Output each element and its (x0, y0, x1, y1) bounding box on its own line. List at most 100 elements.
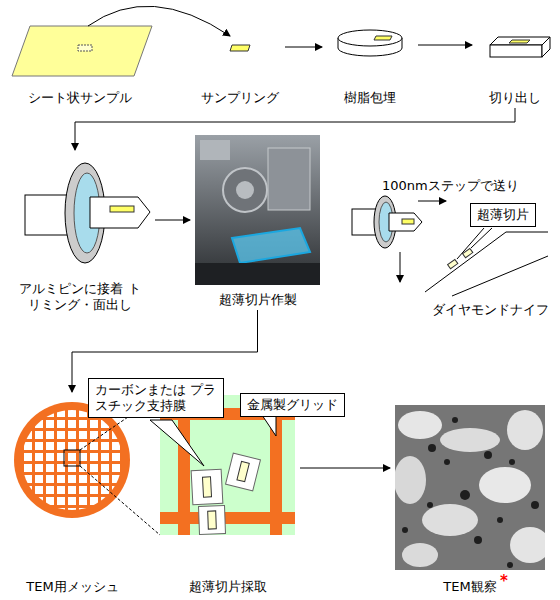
sample-piece (230, 45, 250, 51)
block-front (490, 45, 542, 57)
tem-particle (507, 562, 513, 568)
flow-arrow (88, 6, 230, 36)
caption: TEM用メッシュ (5, 579, 140, 595)
step-caption: TEM観察 (443, 579, 496, 595)
sheet-sample (12, 26, 152, 76)
flow-arrow (285, 47, 322, 48)
tem-mesh-grid (22, 410, 122, 510)
caption: 切り出し (472, 90, 558, 106)
photo-part (200, 140, 230, 160)
flow-arrow (75, 108, 515, 150)
section-on-grid (191, 469, 223, 505)
tem-observation-step: TEM観察 (390, 400, 550, 597)
step-caption: 切り出し (489, 90, 541, 106)
tem-particle (474, 536, 482, 544)
callout-box: カーボンまたは プラスチック支持膜 (88, 378, 224, 418)
caption: TEM観察 (390, 579, 550, 595)
tem-particle (497, 517, 503, 523)
callout-tail (262, 415, 276, 436)
photo-part (236, 181, 254, 199)
step-caption: 超薄切片作製 (219, 292, 297, 308)
step-caption: 樹脂包埋 (344, 90, 396, 106)
block-side (542, 37, 550, 57)
flow-arrow (418, 45, 472, 46)
step-caption: シート状サンプル (28, 90, 132, 106)
section-piece (226, 453, 261, 491)
caption: 樹脂包埋 (322, 90, 418, 106)
section-sample (208, 511, 217, 529)
ultrathin-section (463, 248, 473, 257)
diamond-knife (425, 232, 548, 292)
photo-part (223, 168, 267, 212)
section-sample (202, 477, 211, 497)
tem-particle (460, 490, 470, 500)
tem-domain (510, 527, 545, 563)
leader-line (471, 228, 492, 248)
flow-arrow (155, 220, 190, 221)
embedded-sample (374, 36, 392, 40)
tem-particle (452, 417, 458, 423)
tem-particle (531, 501, 539, 509)
photo-part (268, 148, 310, 210)
caption: アルミピンに接着 トリミング・面出し (5, 281, 155, 313)
tem-domain (507, 410, 543, 450)
caption: 超薄切片採取 (155, 579, 300, 595)
tem-domain (479, 467, 531, 503)
microtome-photo (195, 135, 320, 285)
section-on-grid (199, 506, 226, 535)
ultrathin-section (448, 259, 458, 268)
block-top (490, 37, 550, 45)
photo-part (195, 263, 320, 285)
tem-particle (402, 527, 408, 533)
cutting-step: 切り出し (472, 26, 558, 108)
section-on-grid (226, 453, 261, 491)
sampling-step: サンプリング (195, 36, 285, 108)
callout-text: 超薄切片 (477, 207, 529, 223)
tem-domain (422, 504, 478, 536)
callout-box: 超薄切片 (470, 203, 536, 227)
callout-text: カーボンまたは プラスチック支持膜 (95, 382, 217, 414)
sheet-sample-step: シート状サンプル (5, 26, 155, 108)
tem-domain (402, 543, 438, 567)
zoom-box (64, 450, 80, 466)
step-caption: TEM用メッシュ (26, 579, 118, 595)
grid-bar (160, 512, 295, 524)
feed-arrow (418, 201, 446, 202)
sampling-spot (78, 45, 92, 51)
caption: 超薄切片作製 (190, 292, 325, 308)
knife-label: ダイヤモンドナイフ (432, 302, 549, 318)
tem-domain (398, 411, 442, 439)
caption: サンプリング (195, 90, 285, 106)
block-sample (402, 219, 414, 224)
tem-particle (428, 444, 436, 452)
flow-arrow (300, 468, 390, 469)
trimmed-block (90, 197, 150, 228)
step-caption: サンプリング (201, 90, 279, 106)
section-piece (191, 469, 223, 505)
feed-label: 100nmステップで送り (382, 178, 519, 194)
block-sample (110, 206, 134, 212)
callout-tail (150, 420, 204, 466)
callout-text: 金属製グリッド (247, 397, 338, 413)
tem-image (395, 405, 545, 570)
sectioning-step: 超薄切片作製 (190, 130, 325, 310)
section-pickup-step: 超薄切片採取 (155, 392, 300, 597)
tem-particle (444, 459, 450, 465)
tem-particle (484, 451, 492, 459)
step-caption: アルミピンに接着 トリミング・面出し (15, 281, 145, 313)
leader-line (457, 228, 484, 259)
section-piece (199, 506, 226, 535)
diamond-knife (452, 256, 548, 296)
photo-part (232, 228, 310, 263)
embedding-step: 樹脂包埋 (322, 26, 418, 108)
callout-box: 金属製グリッド (240, 393, 345, 417)
caption: シート状サンプル (5, 90, 155, 106)
block-sample (509, 40, 530, 43)
step-caption: 超薄切片採取 (189, 579, 267, 595)
tem-mesh (14, 402, 130, 518)
zoom-line (80, 466, 160, 535)
note-mark: * (500, 573, 508, 589)
section-sample (237, 461, 249, 481)
trimming-step: アルミピンに接着 トリミング・面出し (5, 150, 155, 315)
